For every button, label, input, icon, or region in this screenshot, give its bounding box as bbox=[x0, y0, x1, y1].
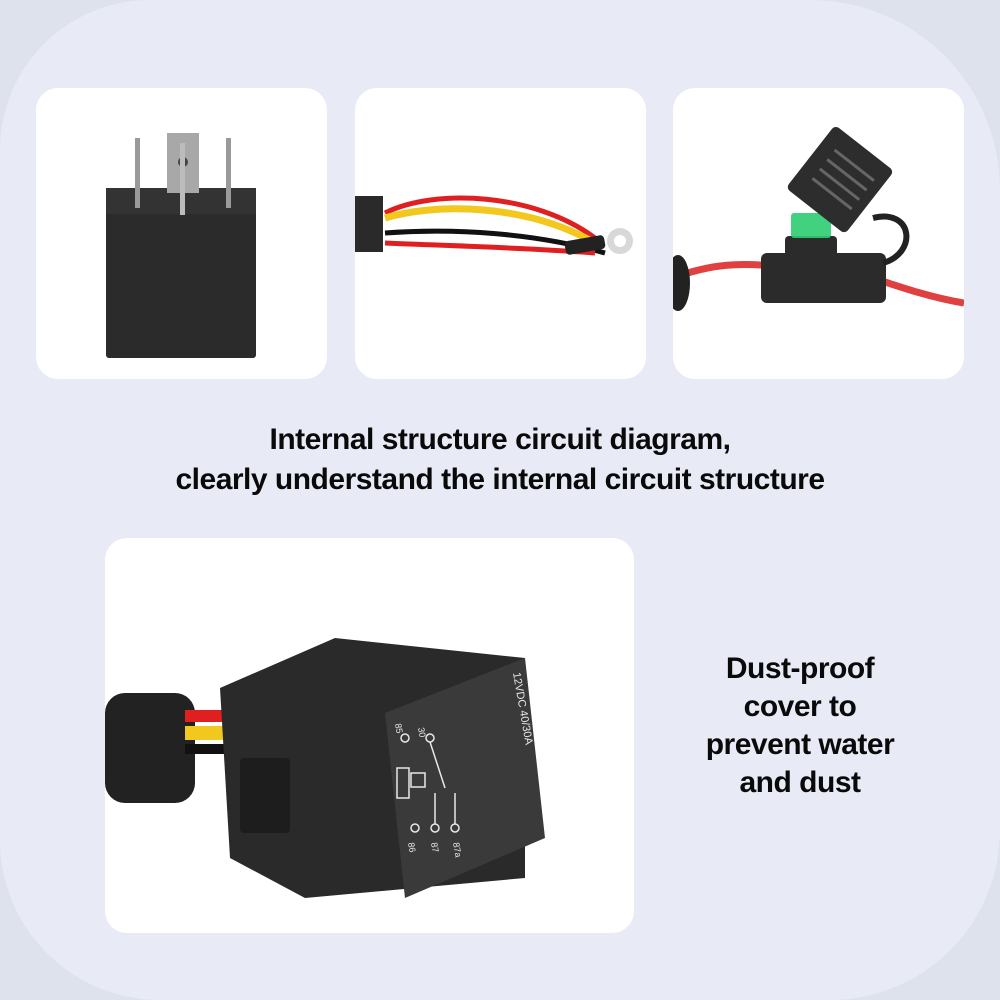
wire-harness-icon bbox=[355, 195, 633, 256]
sealed-relay-socket-card: 12VDC 40/30A 85 30 86 87 87a bbox=[105, 538, 634, 933]
relay-product-card bbox=[36, 88, 327, 379]
svg-text:87: 87 bbox=[429, 842, 441, 854]
side-line-2: cover to bbox=[743, 690, 857, 723]
fuse-holder-card bbox=[673, 88, 964, 379]
circuit-diagram-caption: Internal structure circuit diagram, clea… bbox=[100, 420, 900, 500]
fuse-holder-icon bbox=[673, 126, 964, 311]
relay-socket-icon: 12VDC 40/30A 85 30 86 87 87a bbox=[105, 638, 545, 898]
svg-text:87a: 87a bbox=[451, 842, 463, 859]
side-line-4: and dust bbox=[739, 766, 862, 799]
svg-text:30: 30 bbox=[416, 727, 428, 739]
wire-harness-card bbox=[355, 88, 646, 379]
side-line-3: prevent water bbox=[705, 728, 895, 761]
relay-icon bbox=[106, 133, 256, 358]
dust-proof-caption: Dust-proof cover to prevent water and du… bbox=[660, 650, 940, 802]
side-line-1: Dust-proof bbox=[725, 652, 875, 685]
svg-text:85: 85 bbox=[393, 723, 405, 735]
caption-line-1: Internal structure circuit diagram, bbox=[269, 423, 731, 456]
svg-text:86: 86 bbox=[406, 842, 418, 854]
caption-line-2: clearly understand the internal circuit … bbox=[175, 463, 825, 496]
